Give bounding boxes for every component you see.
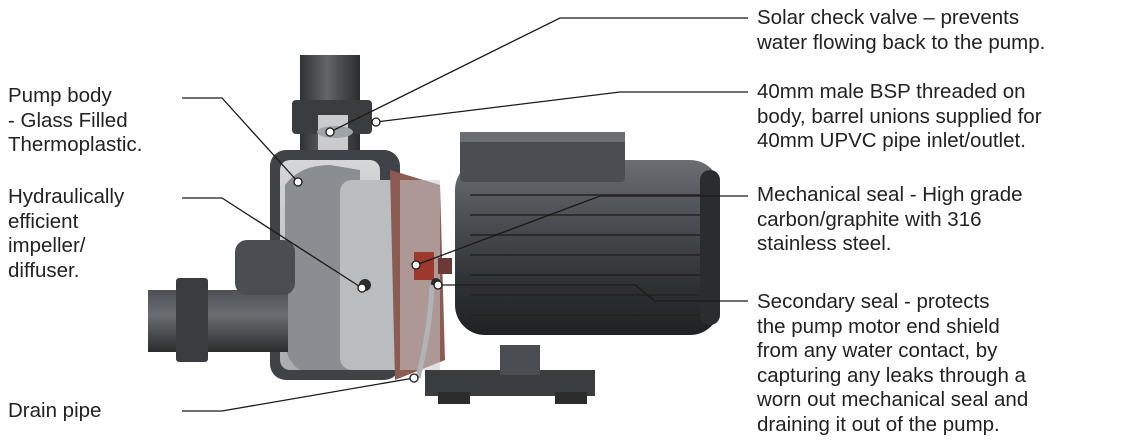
leader-secondary-seal [438, 284, 748, 302]
label-mechanical-seal: Mechanical seal - High grade carbon/grap… [757, 183, 1023, 255]
label-pump-body: Pump body - Glass Filled Thermoplastic. [8, 84, 143, 156]
pump-base [425, 345, 595, 404]
label-secondary-seal: Secondary seal - protects the pump motor… [757, 290, 1029, 436]
impeller-diffuser [340, 170, 445, 380]
callout-dots [293, 117, 443, 383]
leader-drain [182, 377, 415, 412]
dot-mechanical-seal [411, 260, 421, 270]
leader-check-valve [329, 17, 748, 133]
label-drain-pipe: Drain pipe [8, 399, 102, 422]
dot-check-valve [325, 127, 335, 137]
label-impeller: Hydraulically efficient impeller/ diffus… [8, 185, 125, 282]
dot-secondary-seal [433, 280, 443, 290]
leader-lines [182, 17, 748, 412]
dot-impeller [357, 283, 367, 293]
label-check-valve: Solar check valve – prevents water flowi… [757, 6, 1046, 54]
dot-bsp [371, 117, 381, 127]
leader-impeller [182, 197, 363, 289]
outlet-pipe [292, 55, 372, 155]
leader-pump-body [182, 97, 299, 183]
inlet-pipe [148, 240, 295, 362]
motor [455, 160, 720, 335]
drain-tube [415, 284, 435, 379]
label-bsp-thread: 40mm male BSP threaded on body, barrel u… [757, 80, 1042, 152]
terminal-box [460, 132, 625, 182]
dot-pump-body [293, 177, 303, 187]
dot-drain [409, 373, 419, 383]
leader-mechanical-seal [415, 195, 748, 266]
leader-bsp [375, 91, 748, 123]
